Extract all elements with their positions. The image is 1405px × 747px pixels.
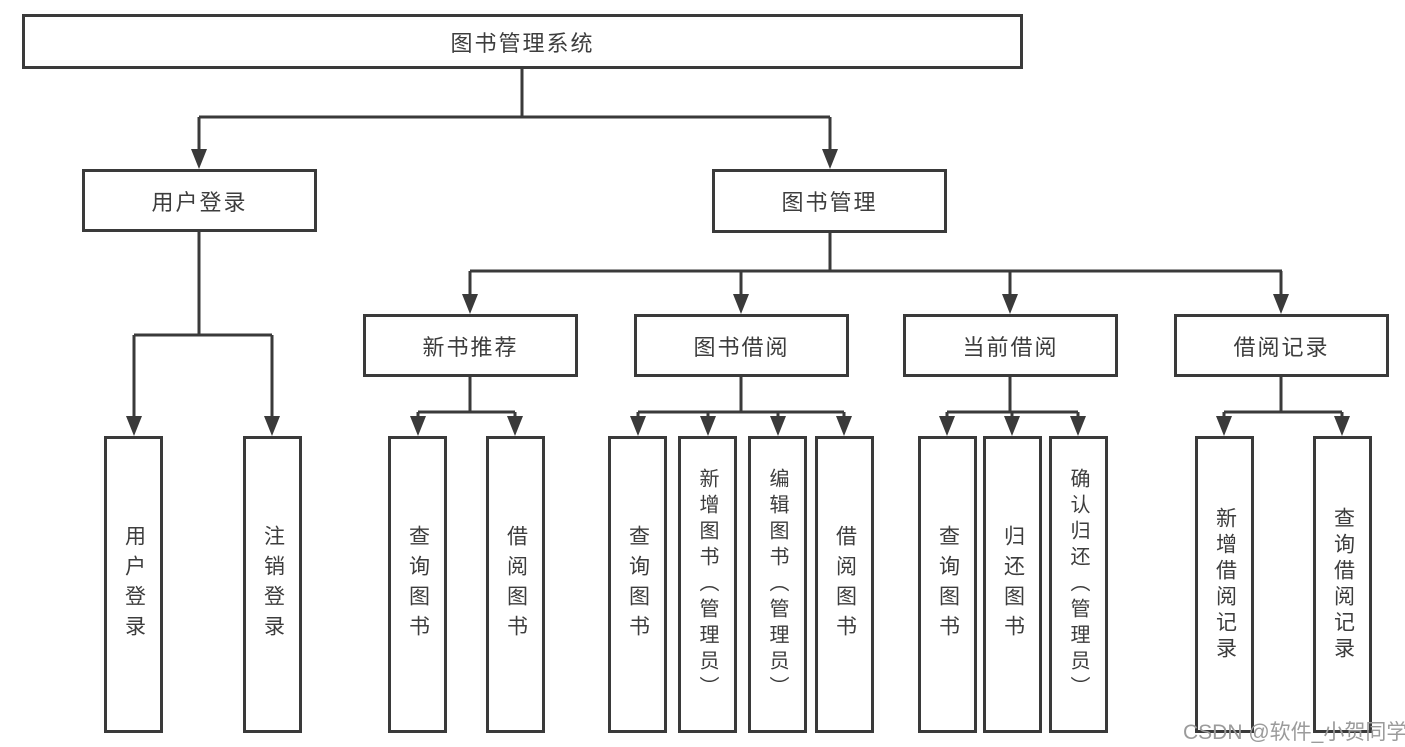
node-library-system: 图书管理系统 — [22, 14, 1023, 69]
leaf-borrow-books-label: 借阅图书 — [833, 524, 857, 645]
node-user-login-label: 用户登录 — [151, 189, 248, 215]
leaf-borrow-query-books-label: 查询图书 — [626, 524, 650, 645]
node-new-book-recommend-label: 新书推荐 — [422, 334, 519, 360]
leaf-confirm-return-admin-label: 确认归还（管理员） — [1067, 467, 1089, 702]
leaf-edit-books-admin-label: 编辑图书（管理员） — [766, 467, 788, 702]
leaf-recommend-borrow-books: 借阅图书 — [486, 436, 545, 733]
leaf-recommend-borrow-books-label: 借阅图书 — [504, 524, 528, 645]
leaf-borrow-query-books: 查询图书 — [608, 436, 667, 733]
node-current-borrowing-label: 当前借阅 — [962, 334, 1059, 360]
leaf-user-login-label: 用户登录 — [122, 524, 146, 645]
leaf-add-borrow-record-label: 新增借阅记录 — [1213, 506, 1237, 663]
node-new-book-recommend: 新书推荐 — [363, 314, 578, 377]
node-book-management-label: 图书管理 — [781, 190, 878, 215]
leaf-user-login: 用户登录 — [104, 436, 163, 733]
leaf-query-borrow-record-label: 查询借阅记录 — [1331, 506, 1355, 663]
node-user-login: 用户登录 — [82, 169, 317, 232]
leaf-edit-books-admin: 编辑图书（管理员） — [748, 436, 807, 733]
leaf-return-books-label: 归还图书 — [1001, 524, 1025, 645]
node-book-borrowing: 图书借阅 — [634, 314, 849, 377]
leaf-return-books: 归还图书 — [983, 436, 1042, 733]
leaf-add-borrow-record: 新增借阅记录 — [1195, 436, 1254, 733]
leaf-add-books-admin: 新增图书（管理员） — [678, 436, 737, 733]
leaf-add-books-admin-label: 新增图书（管理员） — [696, 467, 718, 702]
csdn-watermark: CSDN @软件_小贺同学 — [1183, 721, 1405, 744]
leaf-borrow-books: 借阅图书 — [815, 436, 874, 733]
node-current-borrowing: 当前借阅 — [903, 314, 1118, 377]
leaf-logout: 注销登录 — [243, 436, 302, 733]
leaf-query-borrow-record: 查询借阅记录 — [1313, 436, 1372, 733]
leaf-recommend-query-books-label: 查询图书 — [406, 524, 430, 645]
leaf-current-query-books-label: 查询图书 — [936, 524, 960, 645]
leaf-recommend-query-books: 查询图书 — [388, 436, 447, 733]
leaf-confirm-return-admin: 确认归还（管理员） — [1049, 436, 1108, 733]
leaf-logout-label: 注销登录 — [261, 524, 285, 645]
node-borrowing-records-label: 借阅记录 — [1233, 334, 1330, 360]
node-borrowing-records: 借阅记录 — [1174, 314, 1389, 377]
leaf-current-query-books: 查询图书 — [918, 436, 977, 733]
node-book-borrowing-label: 图书借阅 — [693, 334, 790, 360]
node-book-management: 图书管理 — [712, 169, 947, 233]
node-library-system-label: 图书管理系统 — [450, 30, 595, 56]
